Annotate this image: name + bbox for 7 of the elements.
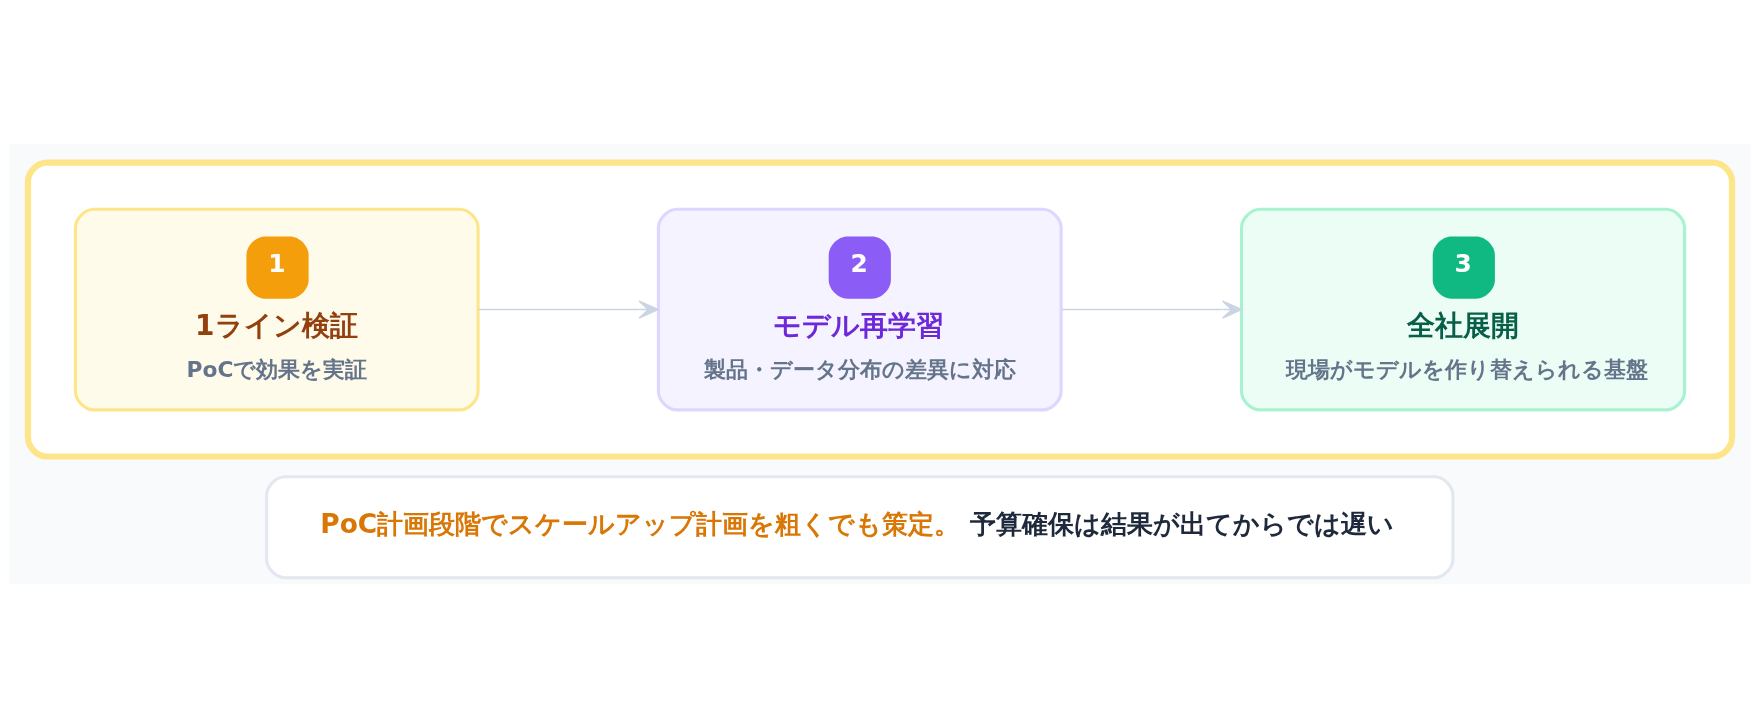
node-box: 3 全社展開 現場がモデルを作り替えられる基盤 — [1239, 207, 1687, 412]
node-box: PoC計画段階でスケールアップ計画を粗くでも策定。 予算確保は結果が出てからでは遅い — [265, 475, 1455, 580]
node-box: 2 モデル再学習 製品・データ分布の差異に対応 — [656, 207, 1063, 412]
arrow — [1060, 300, 1243, 319]
cluster — [24, 159, 1736, 460]
node-box: 1 1ライン検証 PoCで効果を実証 — [73, 207, 480, 412]
arrow — [477, 300, 659, 319]
